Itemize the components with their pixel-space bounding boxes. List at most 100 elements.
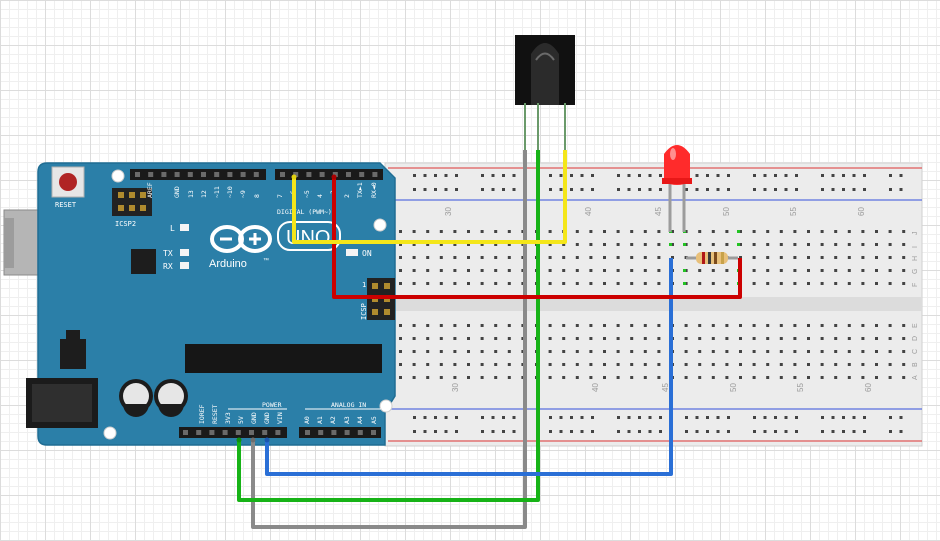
rail-hole [627, 174, 631, 177]
rail-hole [889, 416, 892, 419]
breadboard-hole [711, 376, 715, 379]
rail-hole [831, 416, 835, 419]
breadboard-hole [426, 376, 430, 379]
breadboard-hole [698, 269, 702, 272]
rail-hole [753, 174, 756, 177]
rail-hole [413, 430, 416, 433]
breadboard-hole [861, 282, 865, 285]
breadboard-hole [807, 350, 810, 353]
row-letter: A [912, 375, 919, 380]
breadboard-hole [711, 350, 715, 353]
breadboard-hole [698, 337, 702, 340]
breadboard-hole [562, 269, 566, 272]
header-pin [305, 430, 310, 435]
rail-hole [685, 188, 688, 191]
header-pin [249, 430, 254, 435]
pin-label: A2 [329, 416, 337, 424]
rail-hole [502, 430, 505, 433]
breadboard-hole [698, 376, 702, 379]
breadboard-hole [480, 256, 484, 259]
resistor [686, 252, 738, 264]
rail-hole [774, 188, 777, 191]
breadboard-hole [684, 243, 688, 246]
breadboard-hole [439, 269, 443, 272]
breadboard-hole [467, 324, 470, 327]
led-rx [180, 262, 189, 269]
breadboard-hole [739, 350, 742, 353]
breadboard-hole [861, 350, 865, 353]
breadboard-hole [439, 282, 443, 285]
rail-hole [512, 174, 516, 177]
breadboard-hole [779, 350, 783, 353]
breadboard-hole [494, 256, 498, 259]
header-pin [240, 172, 246, 177]
breadboard-hole [480, 363, 484, 366]
breadboard-hole [575, 282, 579, 285]
column-number: 55 [789, 207, 798, 216]
header-pin [135, 172, 140, 177]
breadboard-hole [820, 256, 824, 259]
breadboard-hole [603, 376, 606, 379]
breadboard-hole [399, 363, 402, 366]
rail-hole [559, 174, 563, 177]
rail-hole [842, 430, 845, 433]
breadboard-hole [426, 337, 430, 340]
breadboard-hole [657, 256, 661, 259]
rail-hole [795, 188, 798, 191]
rail-hole [753, 430, 756, 433]
breadboard-hole [793, 337, 797, 340]
breadboard-hole [453, 324, 457, 327]
breadboard-hole [752, 230, 756, 233]
breadboard-hole [888, 230, 892, 233]
rail-hole [481, 174, 484, 177]
breadboard-hole [847, 256, 851, 259]
column-number: 50 [722, 207, 731, 216]
breadboard-hole [875, 363, 878, 366]
breadboard-hole [779, 230, 783, 233]
breadboard-hole [439, 337, 443, 340]
pin-label: ~9 [239, 190, 247, 198]
breadboard-hole [875, 376, 878, 379]
breadboard-hole [875, 282, 878, 285]
ir-receiver [515, 35, 575, 105]
rail-hole [863, 430, 866, 433]
pin-label: VIN [276, 412, 284, 424]
breadboard-hole [630, 363, 634, 366]
breadboard-hole [630, 337, 634, 340]
rail-hole [455, 416, 458, 419]
breadboard-hole [861, 256, 865, 259]
rail-hole [706, 174, 709, 177]
breadboard-hole [807, 243, 810, 246]
analog-label: ANALOG IN [331, 401, 366, 409]
breadboard-hole [426, 243, 430, 246]
reset-button[interactable] [51, 166, 85, 198]
breadboard-hole [439, 243, 443, 246]
row-letter: E [912, 323, 919, 328]
breadboard-hole [807, 324, 810, 327]
breadboard-hole [725, 363, 729, 366]
breadboard-hole [507, 282, 511, 285]
breadboard-hole [834, 230, 838, 233]
breadboard-hole [467, 337, 470, 340]
breadboard-hole [888, 324, 892, 327]
rail-hole [434, 174, 437, 177]
breadboard-hole [888, 282, 892, 285]
pin-label: 8 [253, 194, 261, 198]
rail-hole [685, 416, 688, 419]
breadboard-hole [399, 269, 402, 272]
header-pin [319, 172, 325, 177]
breadboard-hole [779, 269, 783, 272]
rail-hole [889, 188, 892, 191]
breadboard-hole [630, 269, 634, 272]
rail-hole [413, 174, 416, 177]
breadboard-hole [507, 269, 511, 272]
breadboard-hole [426, 363, 430, 366]
rail-hole [659, 188, 662, 191]
breadboard-hole [807, 269, 810, 272]
breadboard-hole [684, 324, 688, 327]
rail-hole [591, 188, 594, 191]
header-pin [262, 430, 268, 435]
breadboard-hole [575, 243, 579, 246]
rail-hole [784, 416, 788, 419]
breadboard-hole [494, 243, 498, 246]
